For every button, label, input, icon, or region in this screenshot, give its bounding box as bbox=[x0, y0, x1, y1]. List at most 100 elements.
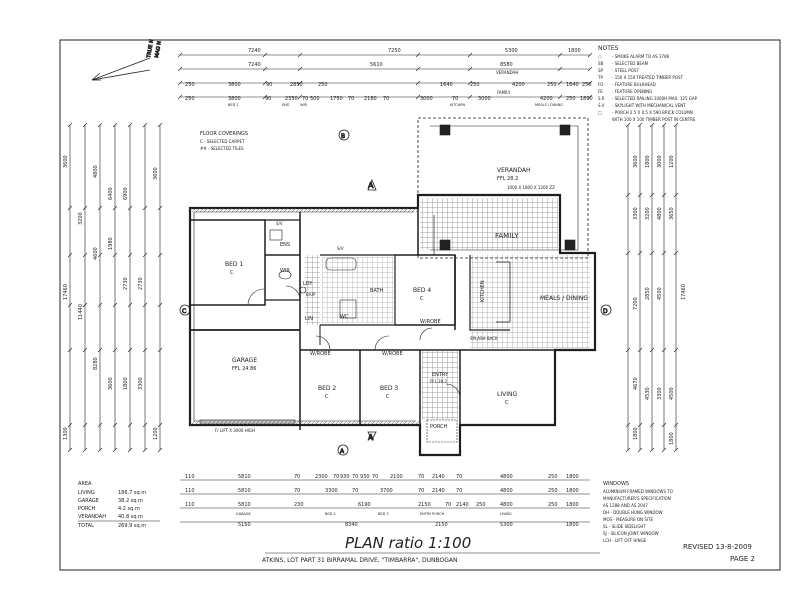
note-code: FE bbox=[598, 89, 603, 94]
dim-right-9: 7200 bbox=[633, 297, 639, 310]
floor-coverings-legend: FLOOR COVERINGS C - SELECTED CARPET ## -… bbox=[200, 131, 248, 151]
title-block: PLAN ratio 1:100 ATKINS, LOT PART 31 BIR… bbox=[262, 534, 755, 564]
dimension-tick bbox=[661, 347, 667, 353]
dim-top-4p: 1800 bbox=[580, 96, 593, 102]
windows-note: DH - DOUBLE HUNG WINDOW bbox=[603, 510, 663, 515]
garage-door-label: F/ LIFT X 3000 HIGH bbox=[215, 428, 255, 433]
dimension-tick bbox=[82, 447, 88, 453]
skylight-label: 1000 X 1800 X 1200 ZZ bbox=[507, 185, 555, 190]
section-a-lower: A bbox=[368, 433, 374, 442]
wardrobe-label-2: W/ROBE bbox=[382, 351, 403, 357]
dimension-tick bbox=[557, 52, 563, 58]
skylight-1: S/V bbox=[337, 246, 344, 251]
bed4-floor: C bbox=[420, 296, 424, 302]
dim-bot-1h: 930 bbox=[360, 474, 370, 480]
left-dimension-text: 3600 4800 3200 17460 11440 4600 6400 690… bbox=[63, 155, 159, 440]
dim-top-4f: 500 bbox=[310, 96, 320, 102]
ldy-label: LDY bbox=[303, 281, 313, 287]
dimension-tick bbox=[661, 250, 667, 256]
dim-top-4l: 70 bbox=[452, 96, 458, 102]
dim-bot-2d: 3300 bbox=[325, 488, 338, 494]
dim-top-1c: 5300 bbox=[505, 48, 518, 54]
section-markers: B C D A A A bbox=[179, 129, 612, 456]
dim-right-7: 4800 bbox=[657, 207, 663, 220]
dim-top-4j: 70 bbox=[383, 96, 389, 102]
dim-bot-1l: 2140 bbox=[432, 474, 445, 480]
verandah-label: VERANDAH bbox=[497, 167, 531, 174]
verandah-area: FFL 28.2 bbox=[497, 176, 518, 182]
bed2-label: BED 2 bbox=[318, 385, 336, 392]
dimension-tick bbox=[67, 205, 73, 211]
page-number: PAGE 2 bbox=[730, 555, 755, 563]
dimension-tick bbox=[661, 422, 667, 428]
dimension-tick bbox=[127, 302, 133, 308]
dim-top-2a: 7240 bbox=[248, 62, 261, 68]
dim-left-13: 8280 bbox=[93, 357, 99, 370]
dimension-tick bbox=[157, 252, 163, 258]
dimension-tick bbox=[112, 302, 118, 308]
windows-title: WINDOWS bbox=[603, 481, 629, 487]
dimension-tick bbox=[157, 347, 163, 353]
dim-bot-1e: 70 bbox=[333, 474, 339, 480]
dimension-tick bbox=[142, 302, 148, 308]
dim-bot-1k: 70 bbox=[418, 474, 424, 480]
north-label: TRUE N bbox=[146, 39, 155, 60]
note-text: - PORCH 2.5 X 0.5 X 590 BRICK COLUMN bbox=[612, 110, 693, 115]
dimension-tick bbox=[177, 52, 183, 58]
dim-bot-lbl-living: LIVING bbox=[500, 512, 512, 516]
dimension-tick bbox=[127, 122, 133, 128]
dimension-tick bbox=[557, 66, 563, 72]
dimension-tick bbox=[82, 122, 88, 128]
dimension-tick bbox=[415, 66, 421, 72]
floor-coverings-carpet: C - SELECTED CARPET bbox=[200, 139, 245, 144]
area-living-value: 186.7 sq.m bbox=[118, 490, 146, 496]
bed3-floor: C bbox=[386, 394, 390, 400]
area-title: AREA bbox=[78, 481, 92, 487]
entry-area: FFL 28.2 bbox=[430, 379, 447, 384]
dimension-tick bbox=[587, 52, 593, 58]
section-a-bottom: A bbox=[340, 448, 345, 455]
dim-bot-2f: 3700 bbox=[380, 488, 393, 494]
dimension-tick bbox=[649, 347, 655, 353]
dim-bot-1n: 4800 bbox=[500, 474, 513, 480]
dim-top-lbl-wir: WIR bbox=[300, 103, 307, 107]
dimension-tick bbox=[82, 302, 88, 308]
dimension-tick bbox=[142, 422, 148, 428]
dim-bot-1i: 70 bbox=[372, 474, 378, 480]
dim-top-3l: 250 bbox=[582, 82, 592, 88]
dim-bot-3a: 110 bbox=[185, 502, 195, 508]
dim-top-4c: 90 bbox=[265, 96, 271, 102]
dim-left-11: 2730 bbox=[138, 277, 144, 290]
dimension-tick bbox=[673, 447, 679, 453]
dimension-tick bbox=[415, 94, 421, 100]
dimension-tick bbox=[112, 347, 118, 353]
dimension-tick bbox=[661, 447, 667, 453]
dim-bot-1p: 1800 bbox=[566, 474, 579, 480]
garage-area: FFL 24.86 bbox=[232, 366, 256, 372]
windows-note: LCH - LIFT OFF HINGE bbox=[603, 538, 647, 543]
dim-right-1: 3600 bbox=[633, 155, 639, 168]
wc-label: WC bbox=[340, 314, 349, 320]
note-code: SB bbox=[598, 61, 604, 66]
dimension-tick bbox=[142, 447, 148, 453]
dimension-tick bbox=[673, 192, 679, 198]
dimension-tick bbox=[157, 205, 163, 211]
dimension-tick bbox=[637, 250, 643, 256]
dim-top-3k: 1640 bbox=[566, 82, 579, 88]
dimension-tick bbox=[177, 66, 183, 72]
dim-right-13: 17460 bbox=[681, 284, 687, 300]
note-text: WITH 100 X 100 TIMBER POST IN CENTRE bbox=[612, 117, 696, 122]
dimension-tick bbox=[467, 94, 473, 100]
dimension-tick bbox=[177, 94, 183, 100]
dim-bot-2i: 70 bbox=[456, 488, 462, 494]
dim-bot-4b: 8340 bbox=[345, 522, 358, 528]
dim-bot-3b: 5810 bbox=[238, 502, 251, 508]
dim-top-4n: 4200 bbox=[540, 96, 553, 102]
dimension-tick bbox=[673, 422, 679, 428]
floor-coverings-title: FLOOR COVERINGS bbox=[200, 131, 248, 137]
area-porch-value: 4.2 sq.m bbox=[118, 506, 140, 512]
dimension-tick bbox=[637, 122, 643, 128]
kitchen-label: KITCHEN bbox=[480, 280, 486, 302]
dimension-tick bbox=[467, 66, 473, 72]
